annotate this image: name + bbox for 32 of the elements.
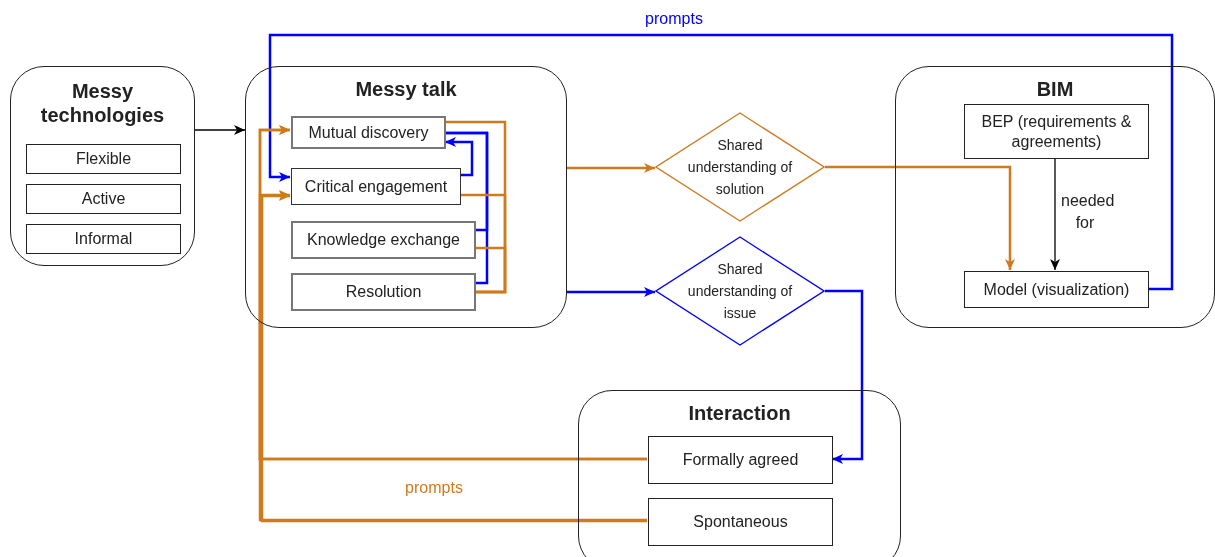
- group-title: Messy talk: [354, 77, 458, 101]
- process-box: Informal: [26, 224, 181, 254]
- process-box: Knowledge exchange: [291, 221, 476, 259]
- arrow: [268, 33, 1174, 291]
- arrow: [567, 287, 655, 297]
- arrow: [825, 165, 1015, 270]
- arrow: [1050, 157, 1060, 271]
- process-box: Active: [26, 184, 181, 214]
- process-box: BEP (requirements & agreements): [964, 104, 1149, 159]
- group-title: Interaction: [687, 401, 792, 425]
- arrow: [258, 125, 647, 522]
- process-box: Spontaneous: [648, 498, 833, 546]
- process-box: Critical engagement: [291, 168, 461, 205]
- process-box: Mutual discovery: [291, 116, 446, 149]
- arrow: [258, 190, 647, 461]
- decision-diamond: Shared understanding of issue: [655, 236, 825, 346]
- group-title: Messy technologies: [39, 79, 166, 127]
- process-box: Model (visualization): [964, 271, 1149, 308]
- arrow: [445, 137, 474, 177]
- connector-line: [475, 246, 507, 294]
- process-box: Formally agreed: [648, 436, 833, 484]
- group-panel: [245, 66, 567, 328]
- arrow: [260, 191, 647, 523]
- decision-diamond: Shared understanding of solution: [655, 112, 825, 222]
- process-box: Flexible: [26, 144, 181, 174]
- group-title: BIM: [1035, 77, 1075, 101]
- process-box: Resolution: [291, 273, 476, 311]
- arrow: [825, 289, 864, 464]
- arrow: [194, 125, 246, 135]
- arrow: [567, 163, 655, 173]
- connector-line: [445, 131, 489, 285]
- group-panel: [10, 66, 195, 266]
